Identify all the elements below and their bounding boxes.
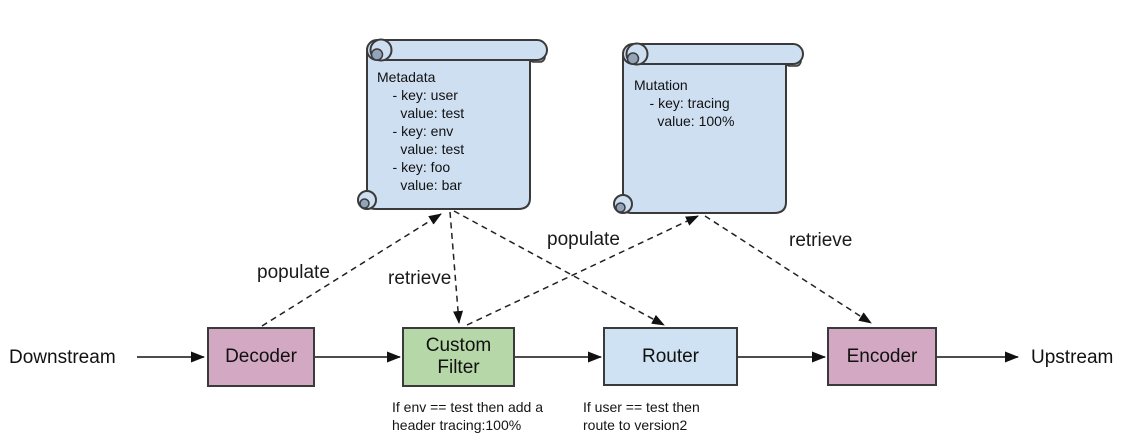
edge-metadata-to-router [453, 210, 665, 326]
decoder-node-label: Decoder [225, 346, 297, 367]
custom-filter-caption: If env == test then add a header tracing… [392, 399, 543, 433]
router-caption: If user == test then route to version2 [583, 399, 700, 433]
edge-label-retrieve-custom-filter: retrieve [388, 268, 452, 289]
edge-retrieve-metadata-to-custom-filter [449, 211, 464, 324]
encoder-node: Encoder [827, 327, 937, 386]
edge-label-populate-decoder: populate [257, 262, 330, 283]
decoder-node: Decoder [207, 327, 315, 387]
metadata-note-text: Metadata - key: user value: test - key: … [377, 69, 465, 193]
encoder-node-label: Encoder [846, 345, 918, 367]
mutation-note-text: Mutation - key: tracing value: 100% [634, 77, 735, 129]
router-node-label: Router [641, 345, 700, 367]
custom-filter-node-label: Custom Filter [425, 335, 492, 378]
edge-label-populate-custom-filter: populate [547, 229, 620, 250]
downstream-label: Downstream [9, 347, 116, 368]
custom-filter-node: Custom Filter [402, 327, 515, 387]
edge-retrieve-mutation-to-encoder [704, 215, 872, 324]
upstream-label: Upstream [1031, 347, 1114, 368]
metadata-scroll-icon [357, 38, 548, 210]
edge-label-retrieve-encoder: retrieve [789, 230, 853, 251]
router-node: Router [603, 327, 738, 386]
edge-populate-custom-filter-to-mutation [466, 215, 699, 326]
edge-populate-decoder-to-metadata [261, 213, 442, 327]
mutation-scroll-icon [613, 42, 804, 214]
